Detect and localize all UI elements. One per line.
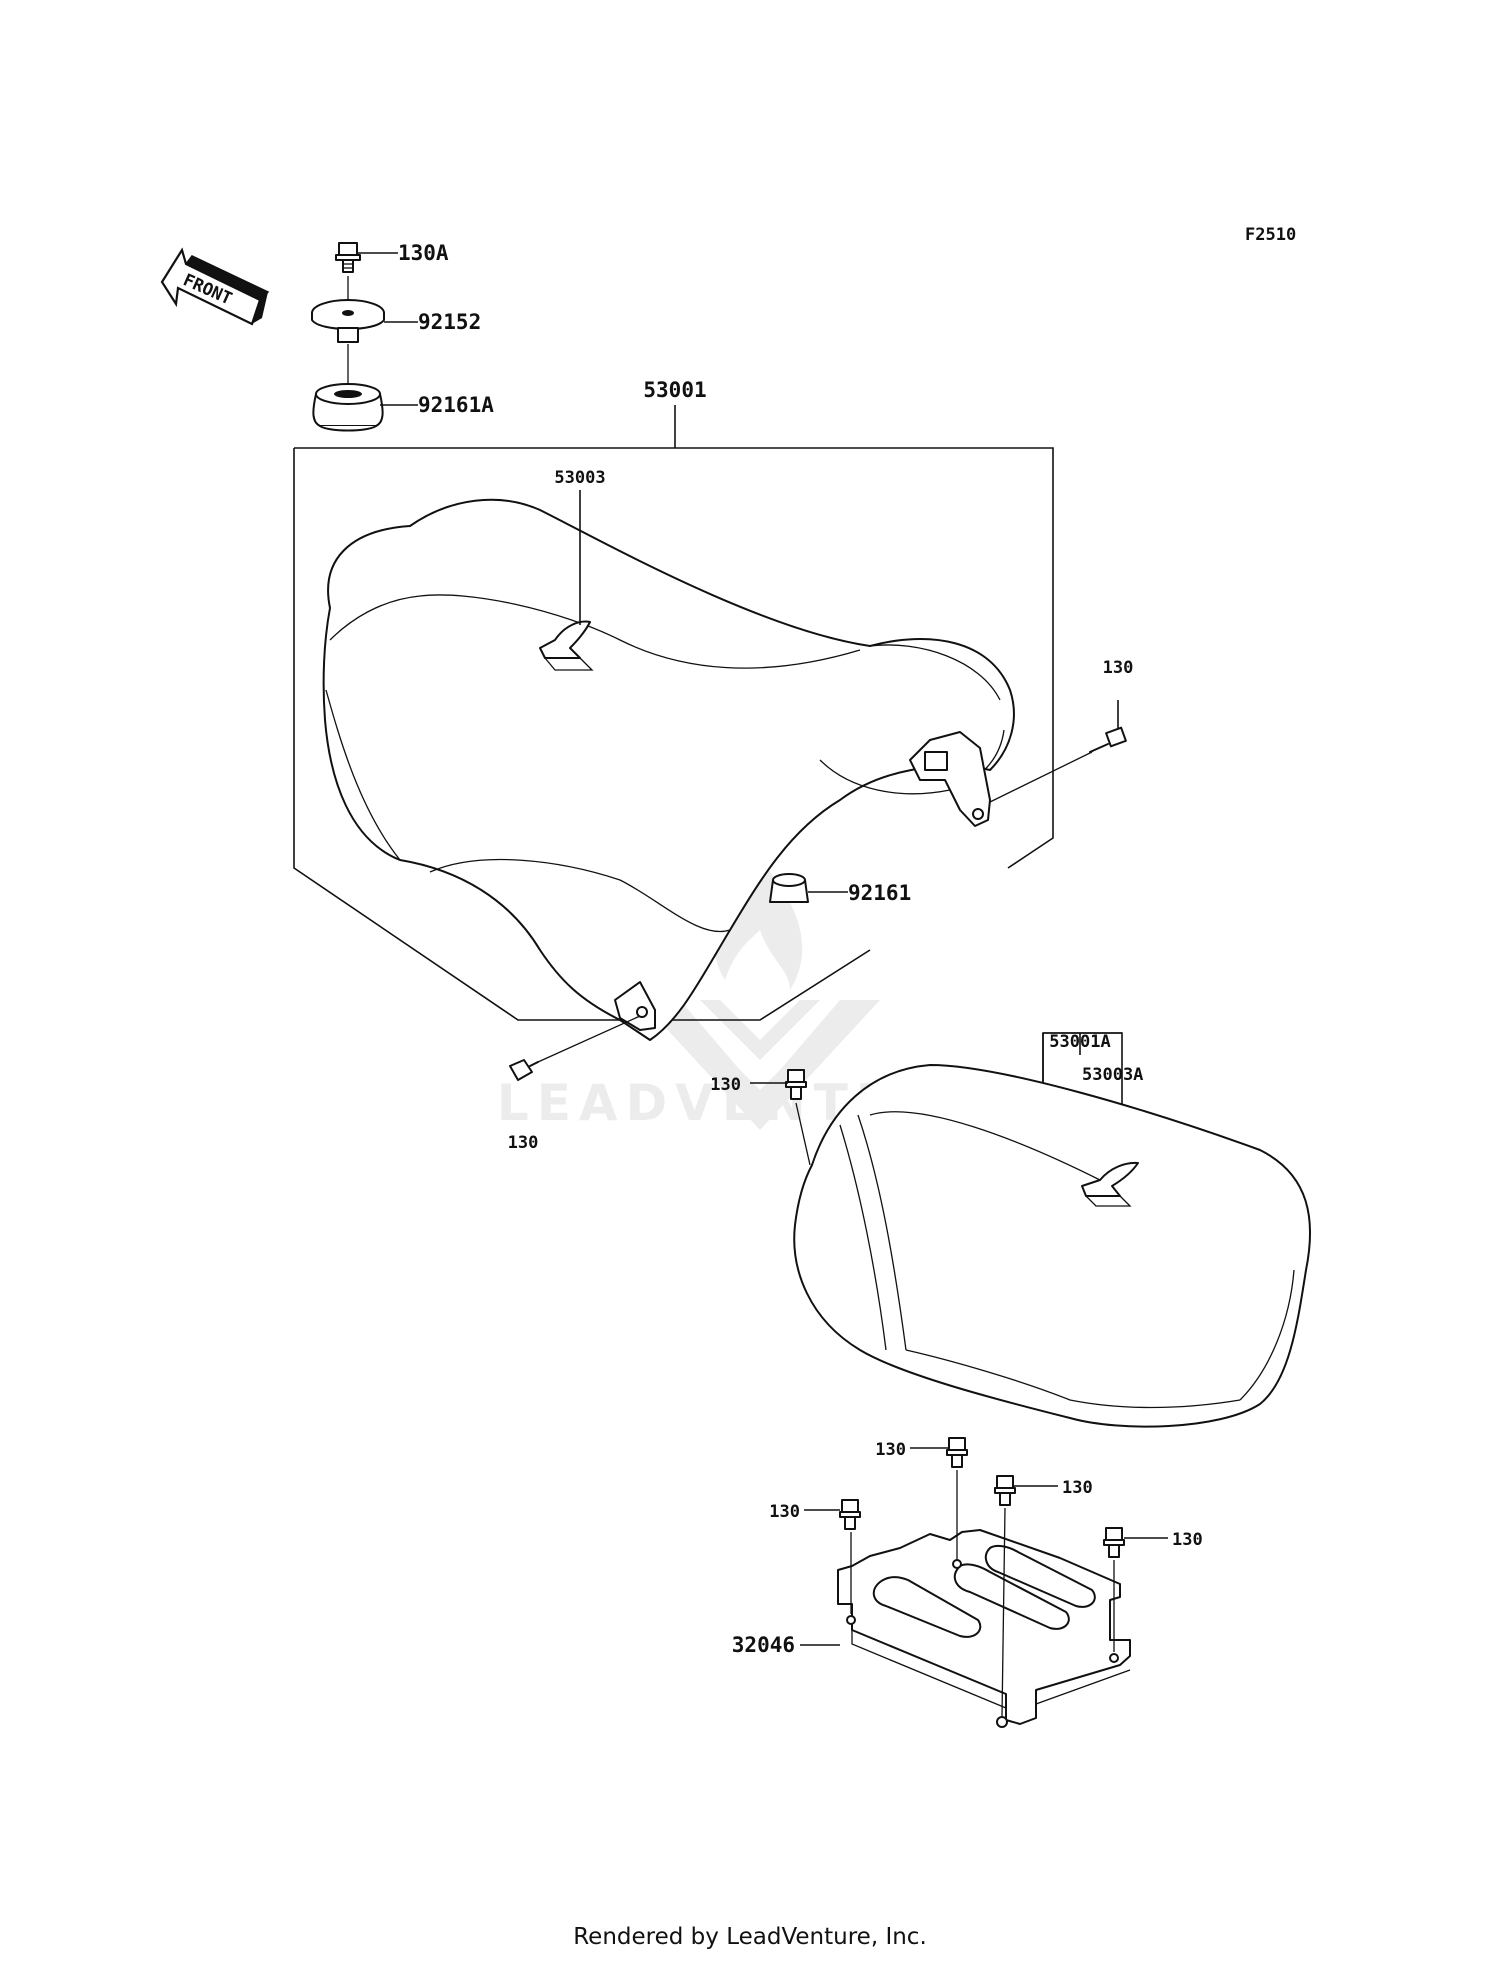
label-130-plate-left: 130 — [769, 1502, 800, 1522]
label-130-right: 130 — [1103, 658, 1134, 678]
collar-92152-icon — [311, 299, 385, 343]
label-130A: 130A — [398, 241, 449, 265]
plate-32046-icon — [837, 1529, 1131, 1728]
bolt-130-plate-right-icon — [1103, 1527, 1125, 1558]
bolt-130-plate-mid-icon — [994, 1475, 1016, 1506]
front-seat-53001-icon — [322, 498, 1015, 1041]
grommet-92161A-icon — [312, 383, 384, 432]
label-32046: 32046 — [732, 1633, 795, 1657]
rear-seat-53001A-icon — [793, 1064, 1312, 1428]
bolt-130-plate-left-icon — [839, 1499, 861, 1530]
bolt-130-rear-icon — [785, 1069, 807, 1100]
bolt-130-plate-top-icon — [946, 1437, 968, 1468]
label-130-left: 130 — [508, 1133, 539, 1153]
bolt-130-right-icon — [1089, 726, 1127, 753]
label-130-plate-mid: 130 — [1062, 1478, 1093, 1498]
grommet-92161-icon — [769, 873, 809, 903]
label-92152: 92152 — [418, 310, 481, 334]
label-53001: 53001 — [643, 378, 706, 402]
label-130-rear: 130 — [710, 1075, 741, 1095]
bolt-130A-icon — [335, 242, 361, 273]
diagram-code: F2510 — [1245, 225, 1296, 245]
label-53003A: 53003A — [1082, 1065, 1143, 1085]
label-130-plate-top: 130 — [875, 1440, 906, 1460]
label-53003: 53003 — [554, 468, 605, 488]
label-92161A: 92161A — [418, 393, 494, 417]
front-arrow-icon: FRONT — [160, 247, 270, 326]
label-92161: 92161 — [848, 881, 911, 905]
label-130-plate-right: 130 — [1172, 1530, 1203, 1550]
bolt-130-left-icon — [509, 1059, 539, 1081]
footer-credit: Rendered by LeadVenture, Inc. — [573, 1924, 927, 1950]
